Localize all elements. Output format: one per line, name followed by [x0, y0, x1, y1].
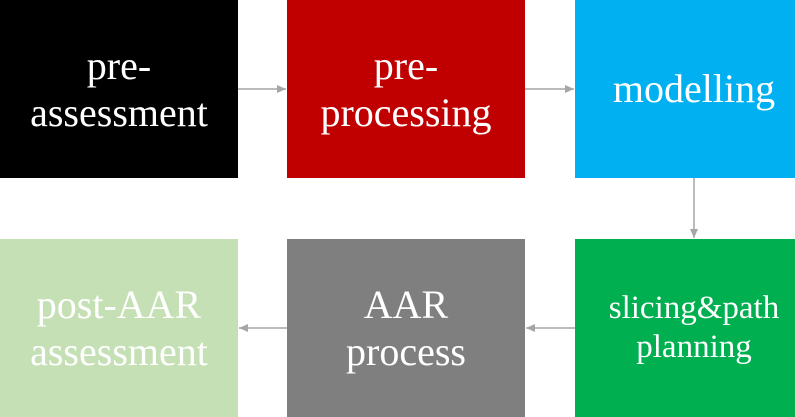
step-modelling: modelling [575, 0, 795, 178]
step-label: AAR process [346, 281, 466, 374]
step-label: slicing&path planning [608, 290, 780, 365]
step-post-aar-assessment: post-AAR assessment [0, 239, 238, 417]
step-label: pre- assessment [30, 42, 208, 135]
step-pre-processing: pre- processing [287, 0, 525, 178]
step-pre-assessment: pre- assessment [0, 0, 238, 178]
step-aar-process: AAR process [287, 239, 525, 417]
step-slicing-path-planning: slicing&path planning [575, 239, 795, 417]
step-label: pre- processing [320, 42, 492, 135]
step-label: modelling [612, 66, 776, 112]
step-label: post-AAR assessment [30, 281, 208, 374]
